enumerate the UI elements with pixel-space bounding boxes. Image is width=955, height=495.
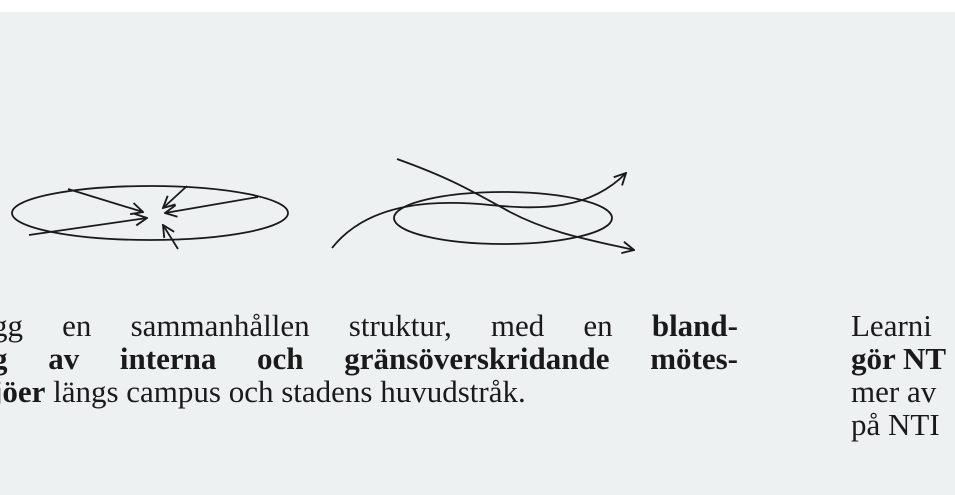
right-paragraph-line-2: gör NT xyxy=(851,342,955,375)
text-run: Learni xyxy=(851,308,932,343)
right-paragraph-line-3: mer av xyxy=(851,375,955,408)
left-paragraph-line-1: gg en sammanhållen struktur, med en blan… xyxy=(0,309,738,342)
text-run: på NTI xyxy=(851,407,940,442)
right-paragraph: Learni gör NT mer av på NTI xyxy=(851,309,955,441)
bold-text-run: g av interna och gränsöverskridande möte… xyxy=(0,341,738,376)
bold-text-run: gör NT xyxy=(851,341,946,376)
left-paragraph-line-3: jöer längs campus och stadens huvudstråk… xyxy=(0,375,738,408)
right-paragraph-line-1: Learni xyxy=(851,309,955,342)
document-page: gg en sammanhållen struktur, med en blan… xyxy=(0,12,955,495)
inward-arrows-ellipse-diagram-icon xyxy=(12,186,288,249)
bold-text-run: jöer xyxy=(0,374,45,409)
bold-text-run: bland- xyxy=(652,308,738,343)
diagram-illustration xyxy=(0,12,955,495)
text-run: längs campus och stadens huvudstråk. xyxy=(45,374,525,409)
right-paragraph-line-4: på NTI xyxy=(851,408,955,441)
text-run: gg en sammanhållen struktur, med en xyxy=(0,308,652,343)
left-paragraph: gg en sammanhållen struktur, med en blan… xyxy=(0,309,738,408)
crossing-arrows-ellipse-diagram-icon xyxy=(332,159,634,250)
text-run: mer av xyxy=(851,374,936,409)
left-paragraph-line-2: g av interna och gränsöverskridande möte… xyxy=(0,342,738,375)
